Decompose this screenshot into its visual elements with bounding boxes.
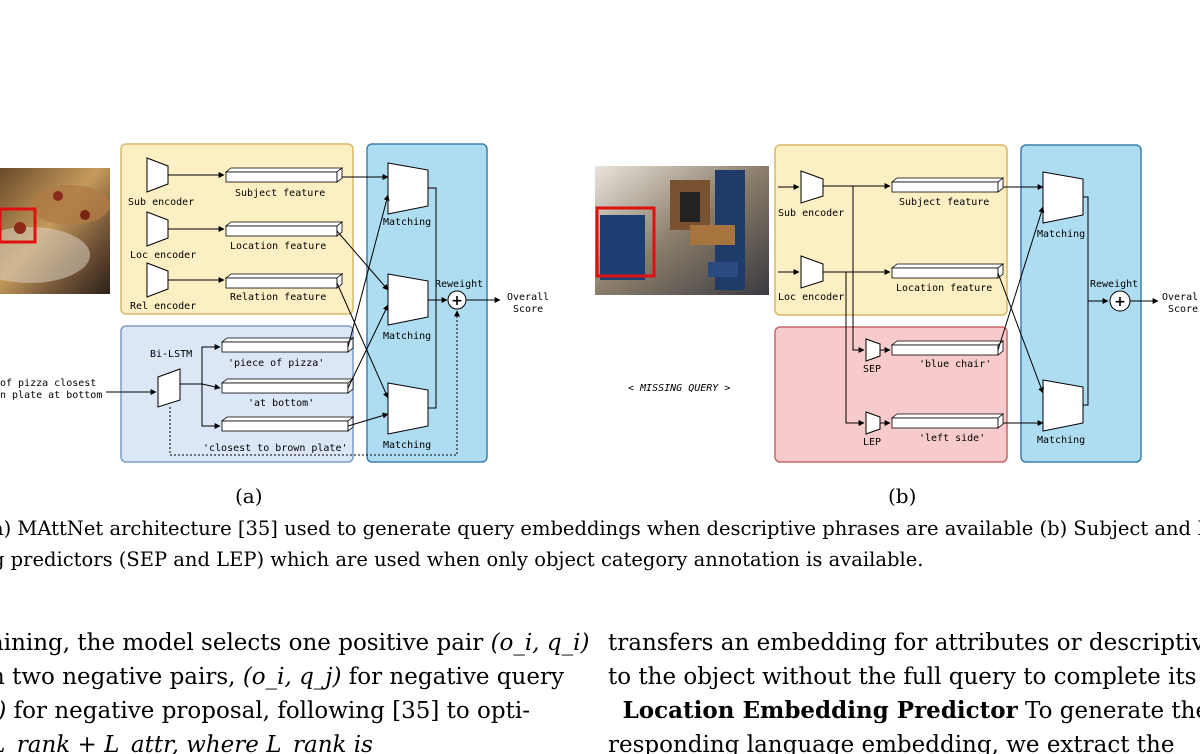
body-line: n two negative pairs, (o_i, q_j) for neg… bbox=[0, 660, 564, 694]
plus-symbol: + bbox=[451, 293, 463, 309]
rel-encoder-label: Rel encoder bbox=[130, 301, 196, 312]
lep-label: LEP bbox=[863, 437, 881, 448]
sub-encoder-label: Sub encoder bbox=[128, 197, 194, 208]
query-text: n plate at bottom bbox=[0, 390, 102, 401]
missing-query-text: < MISSING QUERY > bbox=[628, 383, 730, 394]
query-text: of pizza closest bbox=[0, 378, 96, 389]
panel-b-sublabel: (b) bbox=[888, 484, 916, 508]
image-pizza bbox=[0, 168, 110, 294]
loc-encoder-label: Loc encoder bbox=[778, 292, 844, 303]
sep-label: SEP bbox=[863, 364, 881, 375]
bilstm-label: Bi-LSTM bbox=[150, 349, 192, 360]
caption-line: g predictors (SEP and LEP) which are use… bbox=[0, 548, 924, 571]
sub-encoder-label: Sub encoder bbox=[778, 208, 844, 219]
subject-feature-label: Subject feature bbox=[235, 188, 325, 199]
matching-label: Matching bbox=[1037, 435, 1085, 446]
location-feature-label: Location feature bbox=[896, 283, 992, 294]
body-text: aining, the model selects one positive p… bbox=[0, 630, 491, 656]
plus-symbol: + bbox=[1114, 294, 1126, 310]
math-inline: i) bbox=[0, 698, 6, 724]
bbox-chair bbox=[595, 206, 656, 278]
output-label: Overal bbox=[1162, 292, 1198, 303]
body-line: i) for negative proposal, following [35]… bbox=[0, 694, 550, 728]
body-line: transfers an embedding for attributes or… bbox=[608, 630, 1200, 656]
matching-label: Matching bbox=[1037, 229, 1085, 240]
subject-feature-label: Subject feature bbox=[899, 197, 989, 208]
panel-a-sublabel: (a) bbox=[235, 484, 263, 508]
body-line: Location Embedding Predictor To generate… bbox=[608, 694, 1200, 728]
matching-label: Matching bbox=[383, 331, 431, 342]
phrase-label: 'blue chair' bbox=[919, 359, 991, 370]
encoder-shapes bbox=[146, 157, 169, 298]
panel-a: Sub encoder Loc encoder Rel encoder Subj… bbox=[0, 143, 549, 508]
math-inline: (o_i, q_j) bbox=[242, 664, 342, 690]
body-text: L_rank + L_attr, where L_rank is bbox=[0, 732, 373, 754]
reweight-label: Reweight bbox=[435, 279, 483, 290]
output-label: Overall bbox=[507, 292, 549, 303]
left-column-text: aining, the model selects one positive p… bbox=[0, 626, 589, 754]
phrase-label: 'piece of pizza' bbox=[228, 358, 324, 369]
feature-bars bbox=[224, 167, 344, 289]
matching-label: Matching bbox=[383, 217, 431, 228]
body-text: for negative proposal, following [35] to… bbox=[6, 698, 530, 724]
image-room bbox=[595, 166, 769, 295]
right-column-text: transfers an embedding for attributes or… bbox=[608, 626, 1200, 754]
body-line: responding language embedding, we extrac… bbox=[608, 732, 1175, 754]
phrase-label: 'closest to brown plate' bbox=[203, 443, 348, 454]
body-text: n two negative pairs, bbox=[0, 664, 243, 690]
matching-label: Matching bbox=[383, 440, 431, 451]
figure-caption: a) MAttNet architecture [35] used to gen… bbox=[0, 513, 1200, 575]
body-text: for negative query bbox=[341, 664, 564, 690]
bilstm-shape bbox=[157, 368, 181, 408]
matching-shapes bbox=[387, 162, 429, 435]
body-line: aining, the model selects one positive p… bbox=[0, 626, 589, 660]
body-text: To generate the bbox=[1017, 698, 1200, 724]
phrase-bars bbox=[220, 337, 355, 432]
paragraph-heading: Location Embedding Predictor bbox=[622, 697, 1018, 724]
phrase-label: 'left side' bbox=[919, 433, 985, 444]
relation-feature-label: Relation feature bbox=[230, 292, 326, 303]
body-line: to the object without the full query to … bbox=[608, 664, 1200, 690]
phrase-label: 'at bottom' bbox=[248, 398, 314, 409]
figure-panels: Sub encoder Loc encoder Rel encoder Subj… bbox=[0, 143, 1198, 508]
panel-b: < MISSING QUERY > Sub encoder Loc encode… bbox=[595, 144, 1198, 508]
location-feature-label: Location feature bbox=[230, 241, 326, 252]
reweight-label: Reweight bbox=[1090, 279, 1138, 290]
loc-encoder-label: Loc encoder bbox=[130, 250, 196, 261]
math-inline: (o_i, q_i) bbox=[490, 630, 590, 656]
caption-line: a) MAttNet architecture [35] used to gen… bbox=[0, 517, 1200, 540]
output-label: Score bbox=[1168, 304, 1198, 315]
output-label: Score bbox=[513, 304, 543, 315]
bbox-pizza bbox=[0, 207, 37, 244]
body-line: L_rank + L_attr, where L_rank is bbox=[0, 728, 550, 754]
